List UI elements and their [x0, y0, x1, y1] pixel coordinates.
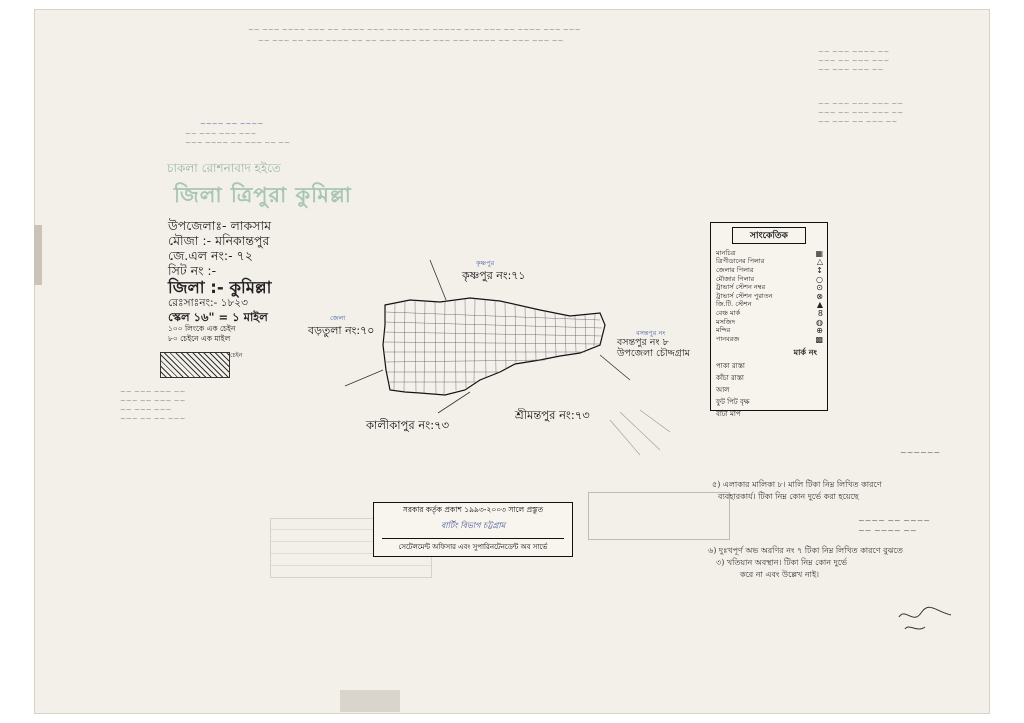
- legend-item: ট্রাভার্স স্টেশন পুরাতন ⊗: [711, 292, 827, 301]
- pencil-mark-right: ~~~~~~: [900, 448, 941, 457]
- legend-subtitle: মার্ক নং: [793, 347, 817, 357]
- note-3: ৬) দুঃখপূর্ণ অভ অরণির নং ৭ টিকা নিম্ন লি…: [708, 546, 903, 555]
- line-note-2: ৮০ চেইনে এক মাইল: [168, 334, 231, 343]
- sheet-number: সিট নং :-: [168, 263, 217, 278]
- legend-item-label: জেলার পিলার: [716, 265, 754, 274]
- note-4: ৩) খতিয়ান অবস্থান। টিকা নিম্ন কোন দুর্ভ…: [716, 558, 847, 567]
- label-south-right: শ্রীমন্তপুর নং:৭৩: [515, 408, 590, 422]
- scale-bar: [160, 352, 230, 378]
- legend-item-label: মন্দির: [716, 326, 731, 335]
- legend-item-label: পানবরজ: [716, 334, 740, 343]
- legend-symbol-icon: ⊗: [816, 291, 823, 301]
- publication-seal: সরকার কর্তৃক প্রকাশ ১৯৯৩-২০০৩ সালে প্রস্…: [373, 502, 573, 557]
- pencil-mark-right-2: ~~~~ ~~ ~~~~~~ ~~~~ ~~: [858, 516, 931, 536]
- line-note-1: ১০০ লিংকে এক চেইন: [168, 324, 236, 333]
- blue-annotation-1: ~~~~ ~~ ~~~~: [200, 120, 264, 128]
- legend-symbol-icon: ▦: [815, 248, 823, 258]
- legend-box: সাংকেতিক মানচিত্র▦ত্রিপীডানের পিলার△জেলা…: [710, 222, 828, 418]
- legend-item: মসজিদ ◍: [711, 318, 827, 327]
- legend-item-label: জি.টি. স্টেশন: [716, 300, 752, 309]
- district-stamp: জিলা ত্রিপুরা কুমিল্লা: [174, 183, 352, 207]
- note-1: ৫) এলাকার মালিকা ৮। মালি টিকা নিম্ন লিখি…: [712, 480, 882, 489]
- seal-line-1: সরকার কর্তৃক প্রকাশ ১৯৯৩-২০০৩ সালে প্রস্…: [402, 505, 544, 514]
- legend-item-label: ট্রাভার্স স্টেশন পুরাতন: [716, 291, 773, 300]
- legend-item: ত্রিপীডানের পিলার △: [711, 257, 827, 267]
- legend-item-label: বেঞ্চ মার্ক: [716, 308, 741, 317]
- info-block: উপজেলাঃ- লাকসাম মৌজা :- মনিকান্তপুর জে.এ…: [168, 218, 271, 344]
- pencil-note-top-2: ~~ ~~~ ~~ ~~~ ~~~~ ~~ ~~ ~~~ ~~~ ~~ ~~~ …: [258, 37, 564, 45]
- legend-symbol-icon: ↕: [816, 265, 823, 275]
- paper-tear: [340, 690, 400, 712]
- faded-stamp-box: [588, 492, 730, 540]
- legend-symbol-icon: ⊙: [816, 283, 823, 293]
- scale-bar-label: চেইন: [230, 352, 243, 359]
- upazila: উপজেলাঃ- লাকসাম: [168, 218, 272, 233]
- pencil-note-left-mid: ~~ ~~~ ~~~ ~~~~~ ~~ ~~~ ~~~~ ~~~ ~~~~~~ …: [120, 388, 186, 424]
- jl-number: জে.এল নং:- ৭২: [168, 248, 253, 263]
- pencil-note-right-2: ~~ ~~~ ~~~ ~~~ ~~~~~ ~~ ~~~ ~~~ ~~~~ ~~~…: [818, 100, 904, 127]
- signature: [898, 606, 952, 630]
- header-stamp: চাকলা রোশনাবাদ হইতে: [167, 161, 281, 175]
- label-east-2: উপজেলা চৌদ্দগ্রাম: [617, 348, 690, 359]
- label-east-1: বসন্তপুর নং ৮: [617, 337, 669, 348]
- legend-line-item: বাটা মাপ: [716, 409, 741, 418]
- label-west: বড়তুলা নং:৭০: [308, 324, 375, 337]
- legend-item-label: ত্রিপীডানের পিলার: [716, 257, 765, 266]
- scale: স্কেল ১৬" = ১ মাইল: [168, 310, 268, 324]
- legend-item-label: মানচিত্র: [716, 248, 736, 257]
- legend-item: মন্দির ⊕: [711, 326, 827, 335]
- pencil-note-right-1: ~~ ~~~ ~~~~ ~~~~~ ~~ ~~~ ~~~~~ ~~~ ~~~ ~…: [818, 48, 890, 75]
- label-south-left: কালীকাপুর নং:৭৩: [366, 418, 450, 432]
- label-north: কৃষ্ণপুর নং:৭১: [462, 269, 526, 282]
- legend-symbol-icon: ◍: [816, 317, 823, 327]
- pencil-note-top-1: ~~ ~~~ ~~~~ ~~~ ~~ ~~~~ ~~~ ~~~~ ~~~ ~~~…: [248, 26, 581, 34]
- legend-line-item: কাঁচা রাস্তা: [716, 373, 744, 382]
- legend-item: জি.টি. স্টেশন ▲: [711, 300, 827, 310]
- seal-line-3: সেটেলমেন্ট অফিসার এবং সুপারিনটেনডেন্ট অব…: [382, 538, 564, 553]
- stamp-north: কৃষ্ণপুর: [476, 259, 495, 267]
- note-5: করে না এবং উল্লেখ নাই।: [740, 570, 819, 579]
- mouza: মৌজা :- মনিকান্তপুর: [168, 233, 270, 248]
- legend-item-label: মৌজার পিলার: [716, 274, 755, 283]
- legend-item: ট্রাভার্স স্টেশন নম্বর ⊙: [711, 283, 827, 292]
- stamp-east: বসন্তপুর নং: [636, 329, 666, 337]
- survey-number: রেঃসাঃনং:- ১৮২৩: [168, 297, 248, 309]
- legend-symbol-icon: ○: [816, 274, 823, 284]
- legend-item: মৌজার পিলার ○: [711, 275, 827, 284]
- legend-item: বেঞ্চ মার্ক 8: [711, 309, 827, 318]
- seal-line-2: বার্টিং বিভাগ চট্টগ্রাম: [440, 521, 506, 530]
- legend-line-item: ফুট পিট বৃক্ষ: [716, 397, 750, 406]
- pencil-note-left: ~~ ~~~ ~~~ ~~~~~~ ~~~~ ~~ ~~~ ~~ ~~: [185, 130, 290, 148]
- legend-symbol-icon: △: [816, 257, 823, 267]
- legend-item-label: ট্রাভার্স স্টেশন নম্বর: [716, 283, 766, 292]
- legend-line-item: আল: [716, 385, 730, 394]
- district: জিলা :- কুমিল্লা: [168, 278, 272, 297]
- legend-item: জেলার পিলার ↕: [711, 266, 827, 275]
- legend-title: সাংকেতিক: [732, 227, 806, 244]
- legend-item: পানবরজ ▩: [711, 335, 827, 344]
- legend-symbol-icon: ▩: [815, 334, 823, 344]
- stamp-west: জেলা: [330, 314, 346, 322]
- legend-symbol-icon: 8: [817, 308, 823, 318]
- legend-line-item: পাকা রাস্তা: [716, 361, 745, 370]
- legend-line-list: পাকা রাস্তা কাঁচা রাস্তা আল ফুট পিট বৃক্ষ বা…: [711, 360, 827, 420]
- legend-item-label: মসজিদ: [716, 317, 735, 326]
- legend-item: মানচিত্র ▦: [711, 249, 827, 258]
- note-2: ব্যবহারকার্য। টিকা নিম্ন কোন দুর্ভে করা …: [718, 492, 859, 501]
- legend-symbol-icon: ⊕: [816, 326, 823, 336]
- legend-symbol-list: মানচিত্র▦ত্রিপীডানের পিলার△জেলার পিলার↕ম…: [711, 249, 827, 344]
- paper-fold: [34, 225, 42, 285]
- legend-symbol-icon: ▲: [816, 300, 823, 310]
